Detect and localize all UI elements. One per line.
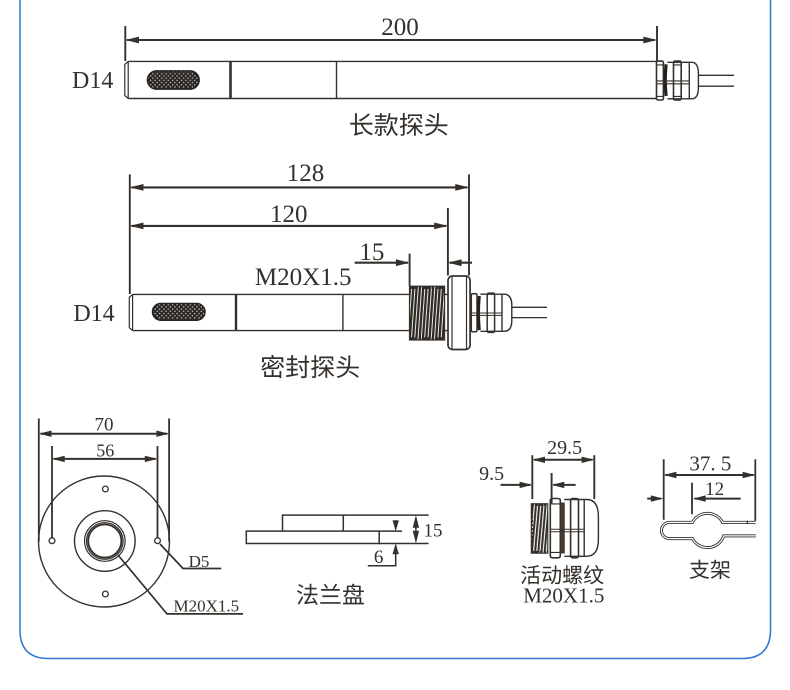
svg-text:56: 56 (96, 441, 114, 461)
svg-text:15: 15 (359, 239, 384, 266)
svg-text:200: 200 (381, 14, 419, 41)
svg-text:D14: D14 (72, 68, 113, 94)
svg-text:70: 70 (95, 414, 114, 435)
svg-text:29.5: 29.5 (547, 437, 582, 459)
svg-text:15: 15 (424, 521, 443, 542)
svg-text:120: 120 (270, 201, 308, 228)
svg-text:M20X1.5: M20X1.5 (173, 597, 239, 616)
svg-text:37. 5: 37. 5 (689, 451, 731, 475)
svg-text:128: 128 (287, 160, 325, 187)
svg-text:6: 6 (374, 547, 384, 568)
svg-text:D5: D5 (189, 552, 210, 571)
svg-text:M20X1.5: M20X1.5 (523, 583, 604, 607)
svg-text:9.5: 9.5 (479, 463, 504, 485)
svg-text:M20X1.5: M20X1.5 (255, 264, 352, 291)
svg-text:D14: D14 (73, 301, 114, 327)
svg-text:12: 12 (705, 479, 724, 500)
